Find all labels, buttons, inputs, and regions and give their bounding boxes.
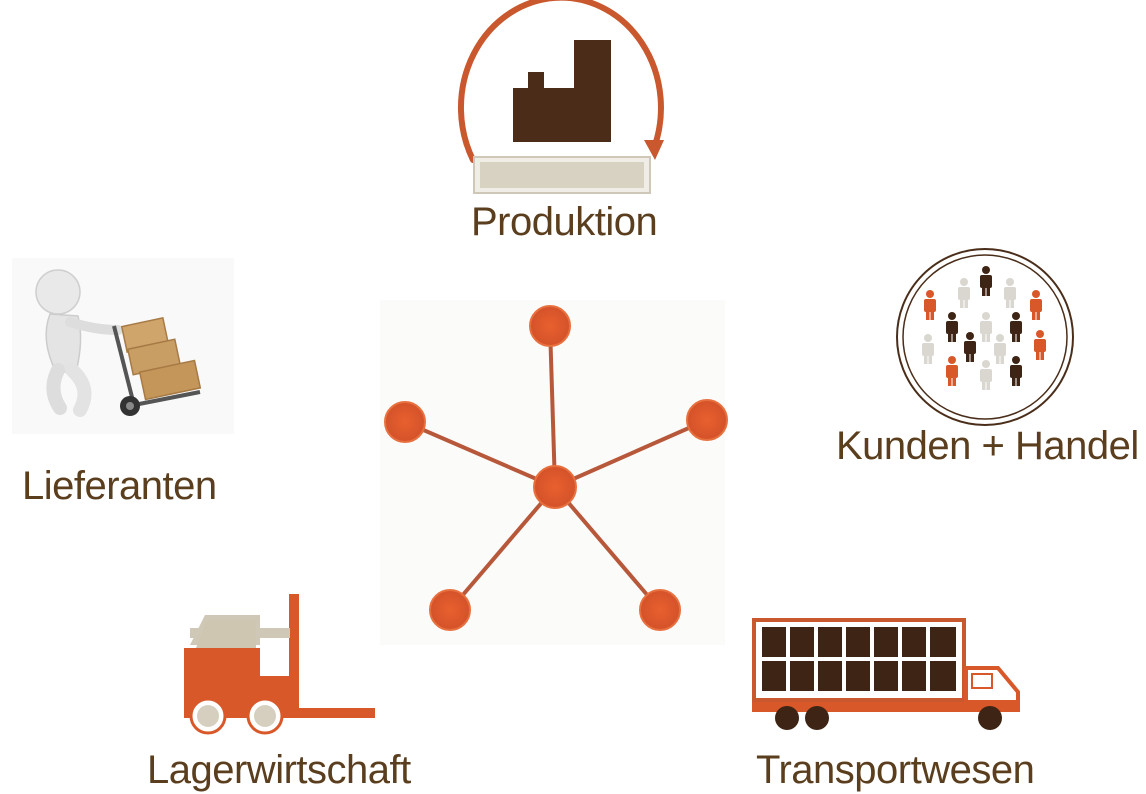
hub-node-bottom-left: [429, 589, 471, 631]
network-hub-icon: [380, 300, 728, 645]
label-transportwesen: Transportwesen: [756, 748, 1035, 792]
hub-node-left: [384, 401, 426, 443]
hub-node-center: [533, 465, 577, 509]
label-produktion: Produktion: [471, 200, 658, 244]
person-hand-truck-icon: [12, 258, 234, 434]
factory-cycle-icon: [457, 0, 664, 194]
forklift-icon: [184, 594, 375, 735]
hub-node-bottom-right: [639, 589, 681, 631]
hub-node-top: [529, 305, 571, 347]
label-kunden-handel: Kunden + Handel: [836, 424, 1139, 468]
truck-icon: [752, 618, 1020, 730]
label-lagerwirtschaft: Lagerwirtschaft: [147, 748, 411, 792]
customer-crowd-icon: [896, 248, 1074, 426]
label-lieferanten: Lieferanten: [22, 464, 217, 508]
hub-node-right: [686, 399, 728, 441]
